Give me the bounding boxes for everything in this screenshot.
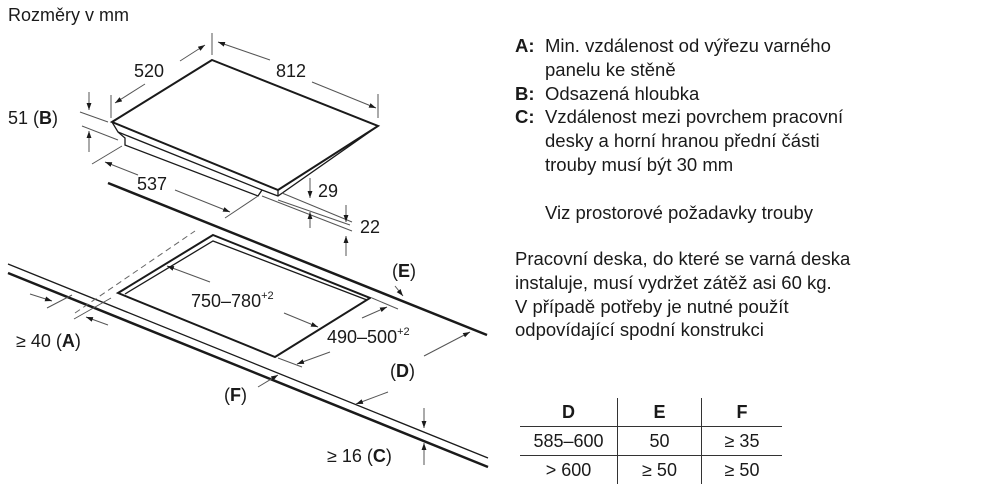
table-row: > 600 ≥ 50 ≥ 50 xyxy=(520,455,782,484)
dim-width: 520 xyxy=(134,61,164,81)
legend: A: Min. vzdálenost od výřezu varného pane… xyxy=(515,34,843,224)
cell: ≥ 50 xyxy=(724,459,760,480)
dim-depth-b: 51 (B) xyxy=(8,108,58,128)
legend-text: Odsazená hloubka xyxy=(545,82,700,104)
legend-text: panelu ke stěně xyxy=(545,58,676,80)
paragraph-line: V případě potřeby je nutné použít xyxy=(515,295,789,317)
legend-item-c: C: Vzdálenost mezi povrchem pracovní xyxy=(515,105,843,129)
cutout xyxy=(115,233,373,359)
dimension-table: D E F 585–600 50 ≥ 35 > 600 ≥ 50 ≥ 50 xyxy=(520,398,782,484)
legend-key: A: xyxy=(515,35,535,56)
paragraph-line: odpovídající spodní konstrukci xyxy=(515,319,764,341)
dim-29: 29 xyxy=(318,181,338,201)
dim-length: 812 xyxy=(276,61,306,81)
header-f: F xyxy=(701,398,782,427)
header-e: E xyxy=(617,398,702,427)
cell: > 600 xyxy=(520,455,618,484)
dim-22: 22 xyxy=(360,217,380,237)
legend-text: desky a horní hranou přední části xyxy=(545,130,820,152)
header-d: D xyxy=(520,398,618,427)
cell: 50 xyxy=(617,426,702,456)
paragraph-line: instaluje, musí vydržet zátěž asi 60 kg. xyxy=(515,271,832,293)
cell: 585–600 xyxy=(520,426,618,456)
page-title: Rozměry v mm xyxy=(8,5,129,25)
table-row: 585–600 50 ≥ 35 xyxy=(520,426,782,456)
legend-text: Vzdálenost mezi povrchem pracovní xyxy=(545,106,844,128)
label-f: (F) xyxy=(224,385,247,405)
legend-key: B: xyxy=(515,82,535,104)
dim-c: ≥ 16 (C) xyxy=(327,446,392,466)
table-header: D E F xyxy=(520,398,782,427)
cutout-width: 490–500+2 xyxy=(327,326,410,347)
label-d: (D) xyxy=(390,361,415,381)
legend-text: Min. vzdálenost od výřezu varného xyxy=(545,35,831,56)
dim-a: ≥ 40 (A) xyxy=(16,331,81,351)
legend-key: C: xyxy=(515,106,535,128)
legend-item-b: B: Odsazená hloubka xyxy=(515,82,843,106)
cooktop xyxy=(109,58,381,197)
label-e: (E) xyxy=(392,261,416,281)
cell: ≥ 50 xyxy=(617,455,702,484)
note-text: Viz prostorové požadavky trouby xyxy=(545,201,814,223)
load-note: Pracovní deska, do které se varná deska … xyxy=(515,247,850,342)
installation-diagram: 520 812 51 (B) 537 29 22 750–780+2 490–5… xyxy=(7,33,489,469)
dim-537: 537 xyxy=(137,174,167,194)
paragraph-line: Pracovní deska, do které se varná deska xyxy=(515,248,851,269)
cell: ≥ 35 xyxy=(701,426,782,456)
legend-item-a: A: Min. vzdálenost od výřezu varného xyxy=(515,34,843,58)
legend-text: trouby musí být 30 mm xyxy=(545,153,734,175)
cutout-length: 750–780+2 xyxy=(191,290,274,311)
